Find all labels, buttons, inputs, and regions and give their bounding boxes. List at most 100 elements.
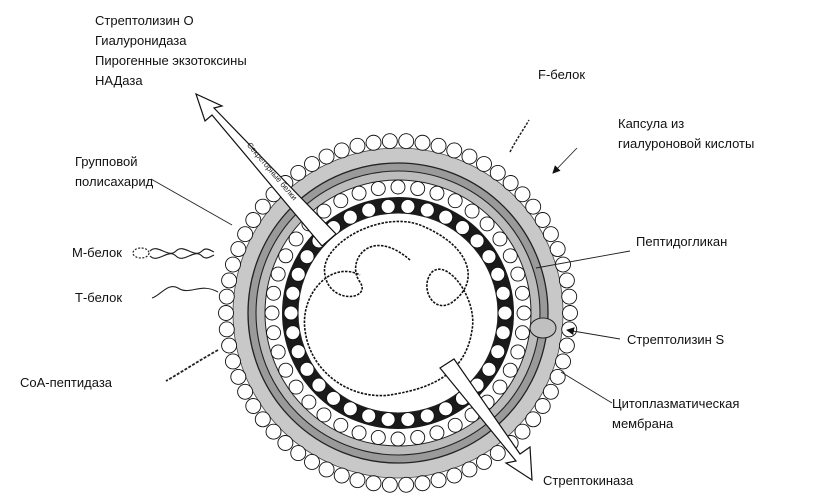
label-peptidoglycan: Пептидогликан (636, 234, 727, 249)
capsule-bead (477, 157, 492, 172)
capsule-bead (535, 213, 550, 228)
capsule-bead (305, 454, 320, 469)
membrane-outer-bead (511, 267, 525, 281)
membrane-outer-bead (317, 408, 331, 422)
capsule-bead (559, 273, 574, 288)
capsule-bead (490, 165, 505, 180)
membrane-outer-bead (430, 186, 444, 200)
capsule-bead (319, 149, 334, 164)
membrane-outer-bead (411, 430, 425, 444)
capsule-bead (255, 412, 270, 427)
capsule-bead (291, 446, 306, 461)
label-coa-peptidase: СоА-пептидаза (20, 375, 113, 390)
capsule-bead (238, 384, 253, 399)
membrane-outer-bead (493, 380, 507, 394)
capsule-bead (231, 369, 246, 384)
capsule-bead (543, 227, 558, 242)
capsule-bead (334, 143, 349, 158)
label-membrane-line2: мембрана (612, 416, 674, 431)
membrane-inner-bead (343, 402, 357, 416)
membrane-outer-bead (265, 306, 279, 320)
label-streptokinase: Стрептокиназа (543, 473, 634, 488)
capsule-bead (515, 187, 530, 202)
m-protein-coil-b (150, 254, 214, 259)
label-group-polysaccharide-line1: Групповой (75, 154, 137, 169)
membrane-inner-bead (300, 362, 314, 376)
membrane-outer-bead (289, 380, 303, 394)
membrane-outer-bead (391, 180, 405, 194)
membrane-inner-bead (286, 286, 300, 300)
membrane-outer-bead (448, 194, 462, 208)
capsule-bead (366, 135, 381, 150)
membrane-inner-bead (496, 286, 510, 300)
capsule-bead (431, 138, 446, 153)
membrane-outer-bead (515, 286, 529, 300)
capsule-bead (550, 369, 565, 384)
capsule-bead (246, 398, 261, 413)
membrane-inner-bead (498, 306, 512, 320)
m-protein-tip (133, 248, 149, 258)
membrane-inner-bead (343, 210, 357, 224)
capsule-bead (382, 477, 397, 492)
capsule-bead (319, 462, 334, 477)
membrane-inner-bead (381, 199, 395, 213)
capsule-bead (399, 477, 414, 492)
capsule-bead (415, 476, 430, 491)
label-capsule-line2: гиалуроновой кислоты (618, 136, 754, 151)
label-t-protein: Т-белок (75, 290, 122, 305)
membrane-inner-bead (291, 267, 305, 281)
membrane-outer-bead (448, 418, 462, 432)
capsule-bead (255, 199, 270, 214)
membrane-outer-bead (302, 395, 316, 409)
leader-capsule (553, 148, 577, 173)
membrane-inner-bead (491, 345, 505, 359)
capsule-bead (462, 149, 477, 164)
membrane-inner-bead (401, 199, 415, 213)
membrane-inner-bead (439, 210, 453, 224)
membrane-inner-bead (401, 413, 415, 427)
membrane-outer-bead (465, 204, 479, 218)
membrane-outer-bead (515, 326, 529, 340)
membrane-outer-bead (517, 306, 531, 320)
m-protein-coil-a (150, 249, 214, 254)
label-hyaluronidase: Гиалуронидаза (95, 33, 187, 48)
capsule-bead (563, 306, 578, 321)
membrane-inner-bead (420, 409, 434, 423)
capsule-bead (238, 227, 253, 242)
capsule-bead (526, 412, 541, 427)
capsule-bead (503, 176, 518, 191)
membrane-outer-bead (411, 182, 425, 196)
capsule-bead (550, 242, 565, 257)
label-streptolysin-o: Стрептолизин О (95, 13, 194, 28)
capsule-bead (222, 338, 237, 353)
membrane-outer-bead (279, 363, 293, 377)
membrane-outer-bead (271, 345, 285, 359)
label-membrane-line1: Цитоплазматическая (612, 396, 739, 411)
capsule-bead (291, 165, 306, 180)
f-protein-structure (510, 120, 529, 152)
membrane-outer-bead (480, 217, 494, 231)
membrane-inner-bead (327, 391, 341, 405)
label-group-polysaccharide-line2: полисахарид (75, 174, 154, 189)
membrane-outer-bead (391, 432, 405, 446)
capsule-bead (477, 454, 492, 469)
capsule-bead (526, 199, 541, 214)
membrane-outer-bead (334, 418, 348, 432)
capsule-bead (431, 473, 446, 488)
label-capsule-line1: Капсула из (618, 116, 684, 131)
membrane-outer-bead (352, 186, 366, 200)
capsule-bead (246, 213, 261, 228)
streptolysin-s-blob (530, 318, 556, 338)
leader-membrane (561, 372, 612, 403)
label-m-protein: М-белок (72, 245, 122, 260)
membrane-outer-bead (511, 345, 525, 359)
capsule-bead (219, 289, 234, 304)
label-pyrogenic-exotoxins: Пирогенные экзотоксины (95, 53, 247, 68)
capsule-bead (266, 424, 281, 439)
membrane-inner-bead (496, 326, 510, 340)
membrane-outer-bead (334, 194, 348, 208)
capsule-bead (559, 338, 574, 353)
membrane-outer-bead (352, 426, 366, 440)
t-protein-structure (152, 287, 218, 298)
